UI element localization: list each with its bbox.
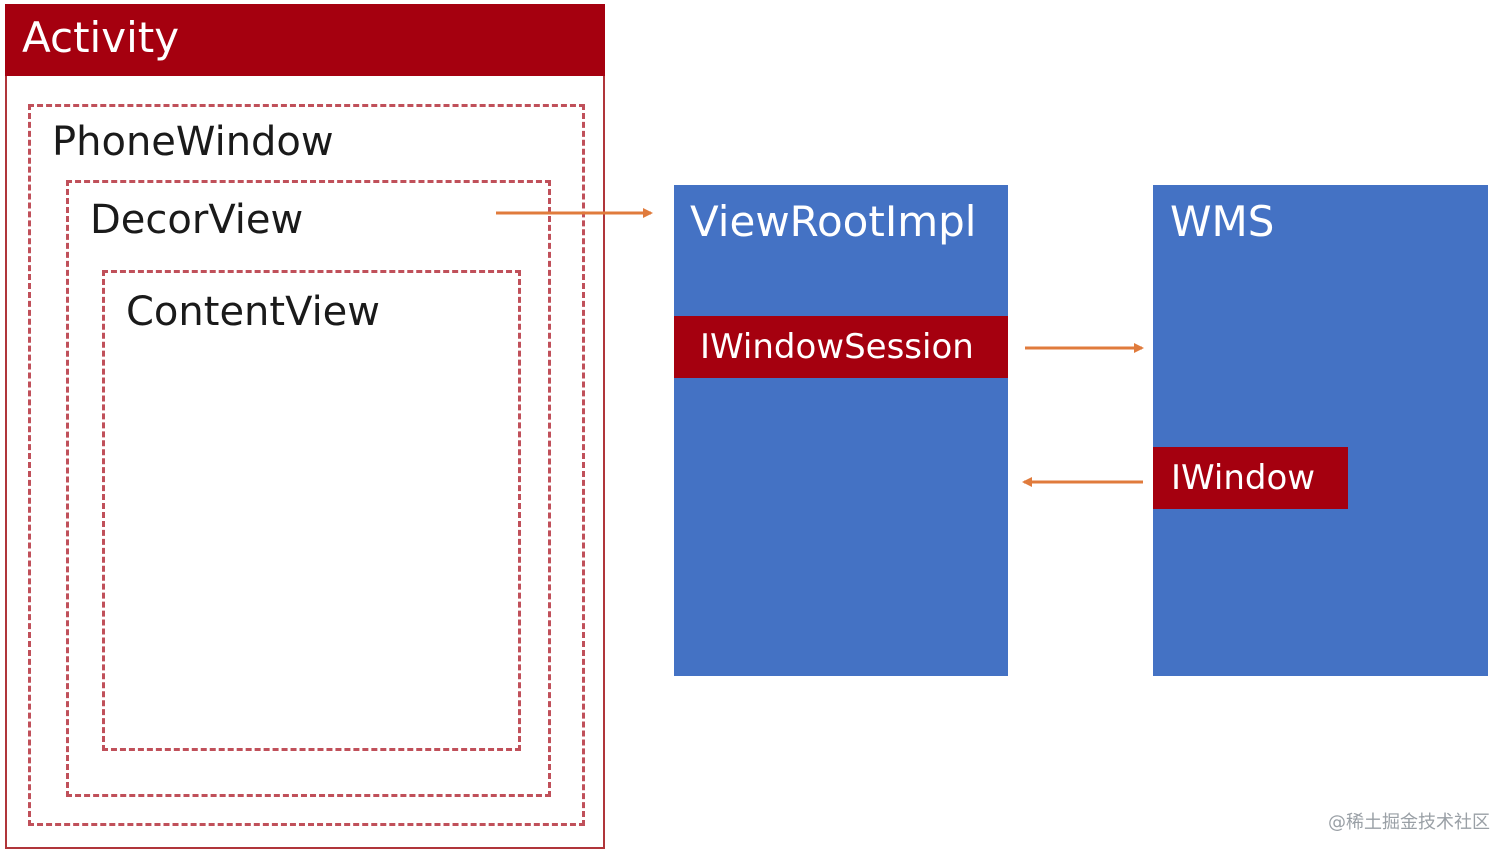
wms-title: WMS	[1170, 197, 1275, 246]
activity-box	[5, 4, 605, 849]
content-view-label: ContentView	[126, 289, 381, 335]
iwindow-tag: IWindow	[1153, 447, 1348, 509]
decor-view-box	[66, 180, 551, 797]
decor-view-label: DecorView	[90, 197, 304, 243]
wms-box	[1153, 185, 1488, 676]
phone-window-label: PhoneWindow	[52, 119, 334, 165]
phone-window-box	[28, 104, 585, 826]
view-root-impl-title: ViewRootImpl	[690, 197, 977, 246]
activity-header	[5, 4, 605, 76]
watermark: @稀土掘金技术社区	[1328, 812, 1490, 833]
view-root-impl-box	[674, 185, 1008, 676]
iwindowsession-tag: IWindowSession	[674, 316, 1008, 378]
activity-title: Activity	[22, 13, 180, 62]
content-view-box	[102, 270, 521, 751]
